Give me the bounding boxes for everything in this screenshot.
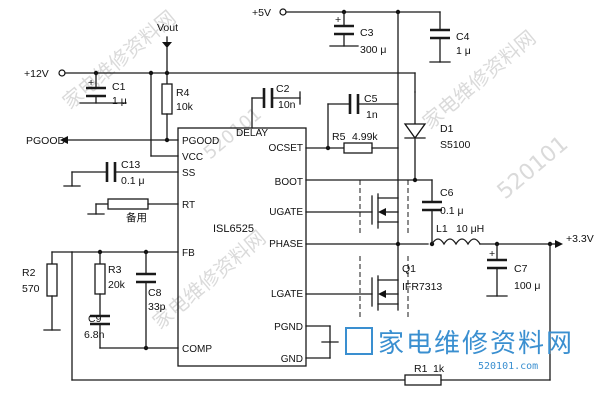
- label-vout: Vout: [157, 22, 178, 34]
- c6-ref: C6: [440, 187, 454, 199]
- mosfet-q1-low: Q1 IFR7313: [305, 256, 442, 318]
- c5-value: 1n: [366, 109, 378, 121]
- r5-ref: R5: [332, 131, 346, 143]
- c8-value: 33p: [148, 301, 166, 313]
- pgood-output: PGOOD: [26, 135, 179, 147]
- capacitor-c2: C2 10n: [251, 83, 301, 129]
- l1-value: 10 μH: [456, 223, 484, 235]
- resistor-r5: R5 4.99k: [305, 131, 399, 154]
- pin-phase: PHASE: [269, 239, 303, 250]
- vout-arrow: [162, 42, 172, 48]
- capacitor-c3: + C3 300 μ: [329, 11, 387, 56]
- capacitor-c6: C6 0.1 μ: [422, 187, 464, 245]
- c13-value: 0.1 μ: [121, 175, 145, 187]
- terminal-12v: [58, 69, 66, 77]
- vcc-wire: [148, 70, 179, 157]
- pin-comp: COMP: [182, 344, 212, 355]
- c1-value: 1 μ: [112, 95, 127, 107]
- c8-ref: C8: [148, 287, 162, 299]
- c1-ref: C1: [112, 81, 126, 93]
- ground-pgnd-gnd: [305, 325, 339, 359]
- label-3v3: +3.3V: [566, 233, 594, 245]
- svg-text:+: +: [335, 14, 341, 26]
- capacitor-c13: C13 0.1 μ: [63, 159, 179, 187]
- c2-ref: C2: [276, 83, 290, 95]
- mosfet-q1-high: [305, 180, 409, 236]
- r3-value: 20k: [108, 279, 126, 291]
- r5-value: 4.99k: [352, 131, 378, 143]
- capacitor-c5: C5 1n: [327, 93, 399, 149]
- r4-ref: R4: [176, 87, 190, 99]
- svg-text:+: +: [88, 77, 94, 89]
- c2-value: 10n: [278, 99, 296, 111]
- c5-ref: C5: [364, 93, 378, 105]
- capacitor-c8: C8 33p: [136, 251, 166, 349]
- l1-ref: L1: [436, 223, 448, 235]
- d1-value: S5100: [440, 139, 471, 151]
- capacitor-c4: C4 1 μ: [429, 11, 471, 63]
- c4-value: 1 μ: [456, 45, 471, 57]
- rail-5v: +5V: [252, 7, 441, 311]
- pin-ss: SS: [182, 168, 196, 179]
- watermark-cn-3: 家电维修资料网: [148, 225, 271, 333]
- r3-ref: R3: [108, 264, 122, 276]
- pin-ocset: OCSET: [269, 143, 303, 154]
- diode-d1: D1 S5100: [403, 91, 471, 181]
- site-logo-watermark: 家电维修资料网 520101.com: [345, 327, 574, 372]
- c9-value: 6.8n: [84, 329, 105, 341]
- c3-ref: C3: [360, 27, 374, 39]
- boot-wire: [305, 177, 433, 203]
- svg-text:+: +: [489, 248, 495, 260]
- ic-body: [177, 127, 307, 367]
- d1-ref: D1: [440, 123, 454, 135]
- rt-spare-label: 备用: [126, 211, 147, 224]
- pin-lgate: LGATE: [271, 289, 303, 300]
- r2-value: 570: [22, 283, 40, 295]
- label-pgood-out: PGOOD: [26, 135, 66, 147]
- c7-ref: C7: [514, 263, 528, 275]
- pin-gnd: GND: [281, 354, 303, 365]
- capacitor-c9: C9 6.8n: [84, 313, 179, 351]
- resistor-r4: Vout R4 10k: [157, 22, 194, 141]
- resistor-rt-spare: 备用: [87, 198, 179, 224]
- pin-pgnd: PGND: [274, 322, 303, 333]
- rail-12v: +12V: [24, 68, 416, 93]
- capacitor-c7: + C7 100 μ: [486, 243, 541, 297]
- r2-ref: R2: [22, 267, 36, 279]
- r1-value: 1k: [433, 363, 445, 375]
- r1-ref: R1: [414, 363, 428, 375]
- r4-value: 10k: [176, 101, 194, 113]
- c3-value: 300 μ: [360, 44, 387, 56]
- pin-vcc: VCC: [182, 152, 203, 163]
- pin-boot: BOOT: [275, 177, 303, 188]
- c9-ref: C9: [88, 313, 102, 325]
- ic-delay-label: DELAY: [236, 128, 268, 139]
- phase-node: [305, 241, 435, 247]
- label-12v: +12V: [24, 68, 49, 80]
- pin-ugate: UGATE: [269, 207, 303, 218]
- resistor-r1: R1 1k: [71, 243, 551, 386]
- logo-text: 家电维修资料网: [378, 329, 574, 359]
- ic-name: ISL6525: [213, 223, 254, 235]
- label-5v: +5V: [252, 7, 271, 19]
- output-3v3: +3.3V: [549, 233, 594, 248]
- pin-rt: RT: [182, 200, 195, 211]
- inductor-l1: L1 10 μH: [431, 223, 553, 247]
- watermark-num-1: 520101: [493, 131, 573, 204]
- resistor-r3: R3 20k: [94, 251, 126, 317]
- q1-value: IFR7313: [402, 281, 442, 293]
- watermark-cn-2: 家电维修资料网: [418, 25, 541, 133]
- resistor-r2: R2 570: [22, 251, 73, 331]
- logo-url: 520101.com: [478, 361, 538, 372]
- capacitor-c1: + C1 1 μ: [79, 72, 127, 107]
- pin-fb: FB: [182, 248, 195, 259]
- q1-ref: Q1: [402, 263, 416, 275]
- c13-ref: C13: [121, 159, 140, 171]
- c6-value: 0.1 μ: [440, 205, 464, 217]
- pin-pgood: PGOOD: [182, 136, 219, 147]
- c4-ref: C4: [456, 31, 470, 43]
- c7-value: 100 μ: [514, 280, 541, 292]
